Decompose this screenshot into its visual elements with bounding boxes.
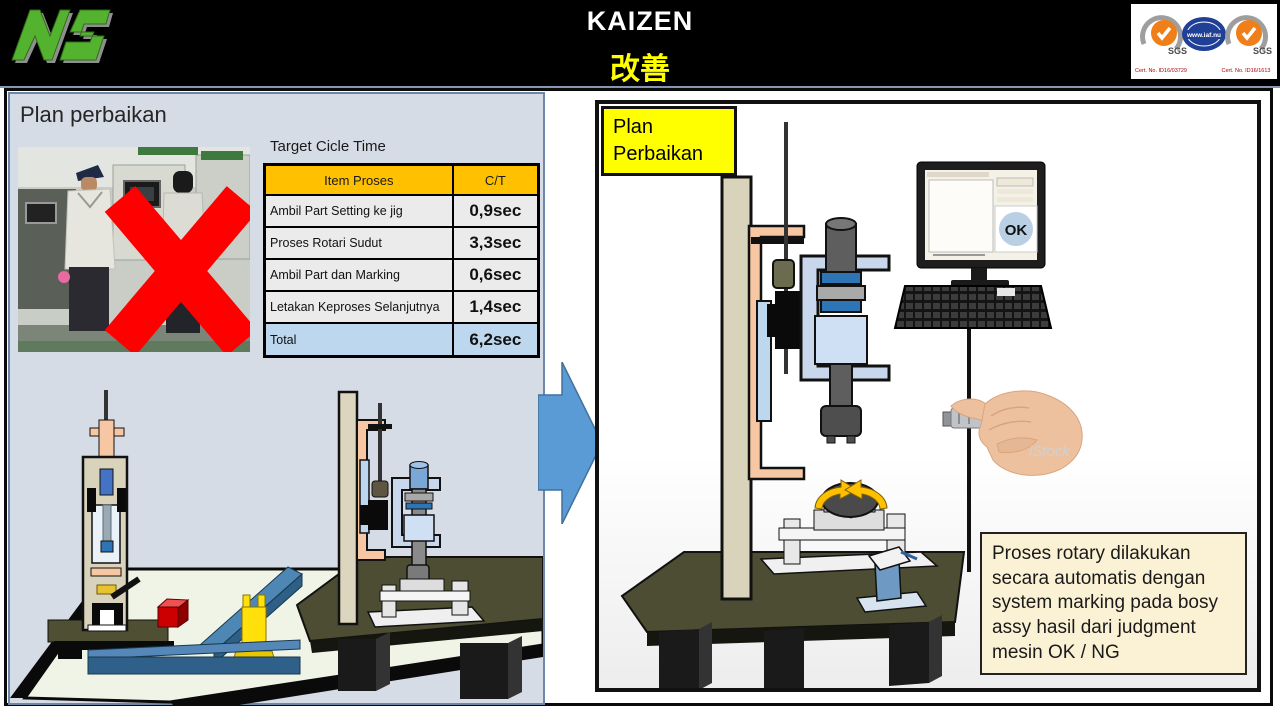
row-value: 3,3sec bbox=[452, 227, 538, 259]
label-line2: Perbaikan bbox=[613, 143, 704, 165]
signal-cable bbox=[967, 326, 971, 572]
row-value: 0,9sec bbox=[452, 195, 538, 227]
table-row: Letakan Keproses Selanjutnya 1,4sec bbox=[265, 291, 538, 323]
table-row: Proses Rotari Sudut 3,3sec bbox=[265, 227, 538, 259]
rotary-machine-improved bbox=[720, 122, 891, 601]
improvement-plan-panel: Plan Perbaikan bbox=[595, 100, 1261, 692]
row-item: Ambil Part Setting ke jig bbox=[265, 195, 453, 227]
total-label: Total bbox=[265, 323, 453, 356]
worker-left bbox=[58, 165, 116, 331]
factory-photo-illustration bbox=[18, 147, 250, 352]
table-total-row: Total 6,2sec bbox=[265, 323, 538, 356]
ns-logo-icon bbox=[11, 9, 113, 63]
pc-monitor: OK bbox=[916, 161, 1046, 288]
header-item-proses: Item Proses bbox=[265, 165, 453, 195]
row-item: Letakan Keproses Selanjutnya bbox=[265, 291, 453, 323]
svg-text:OK: OK bbox=[1005, 222, 1028, 239]
current-condition-panel: Plan perbaikan bbox=[8, 92, 545, 705]
process-note: Proses rotary dilakukan secara automatis… bbox=[980, 532, 1247, 676]
row-item: Proses Rotari Sudut bbox=[265, 227, 453, 259]
cycle-time-table: Item Proses C/T Ambil Part Setting ke ji… bbox=[263, 163, 540, 358]
row-item: Ambil Part dan Marking bbox=[265, 259, 453, 291]
table-header-row: Item Proses C/T bbox=[265, 165, 538, 195]
plan-perbaikan-label: Plan Perbaikan bbox=[601, 106, 737, 176]
table-row: Ambil Part dan Marking 0,6sec bbox=[265, 259, 538, 291]
current-machines-illustration bbox=[10, 390, 543, 705]
table-row: Ambil Part Setting ke jig 0,9sec bbox=[265, 195, 538, 227]
svg-text:Cert. No. ID16/1613: Cert. No. ID16/1613 bbox=[1222, 68, 1271, 74]
keyboard bbox=[893, 285, 1053, 329]
red-box bbox=[156, 598, 190, 628]
svg-text:SGS: SGS bbox=[1253, 46, 1272, 56]
svg-text:www.iaf.nu: www.iaf.nu bbox=[1186, 32, 1221, 39]
stock-watermark: iStock bbox=[1029, 443, 1071, 460]
row-value: 1,4sec bbox=[452, 291, 538, 323]
slide-title: KAIZEN bbox=[586, 6, 694, 36]
total-value: 6,2sec bbox=[452, 323, 538, 356]
transition-arrow-icon bbox=[538, 362, 603, 524]
slide-subtitle: 改善 bbox=[610, 53, 670, 86]
press-machine-before bbox=[47, 390, 174, 659]
rotation-arrows-icon bbox=[814, 479, 888, 510]
header-ct: C/T bbox=[452, 165, 538, 195]
row-value: 0,6sec bbox=[452, 259, 538, 291]
rotary-fixture bbox=[759, 479, 939, 575]
svg-text:SGS: SGS bbox=[1168, 46, 1187, 56]
certification-logos: SGS Cert. No. ID16/03729 www.iaf.nu SGS … bbox=[1131, 4, 1277, 79]
table-title: Target Cicle Time bbox=[270, 138, 386, 155]
left-panel-title: Plan perbaikan bbox=[20, 102, 167, 127]
ok-judgment-badge: OK bbox=[994, 205, 1038, 253]
red-cross-icon bbox=[104, 186, 250, 352]
improved-machine-illustration: OK iStock bbox=[620, 122, 1083, 688]
svg-text:Cert. No. ID16/03729: Cert. No. ID16/03729 bbox=[1135, 68, 1187, 74]
sgs-iaf-logos-icon: SGS Cert. No. ID16/03729 www.iaf.nu SGS … bbox=[1135, 15, 1272, 74]
hand-with-marker: iStock bbox=[942, 390, 1083, 476]
rotary-machine-before bbox=[337, 390, 486, 628]
sensor-stand bbox=[855, 546, 928, 613]
manual-process-photo bbox=[18, 147, 250, 352]
label-line1: Plan bbox=[613, 116, 654, 138]
front-beam bbox=[87, 639, 301, 675]
slide-header: KAIZEN 改善 SGS Cert. No. ID16/03729 www.i… bbox=[0, 0, 1280, 88]
